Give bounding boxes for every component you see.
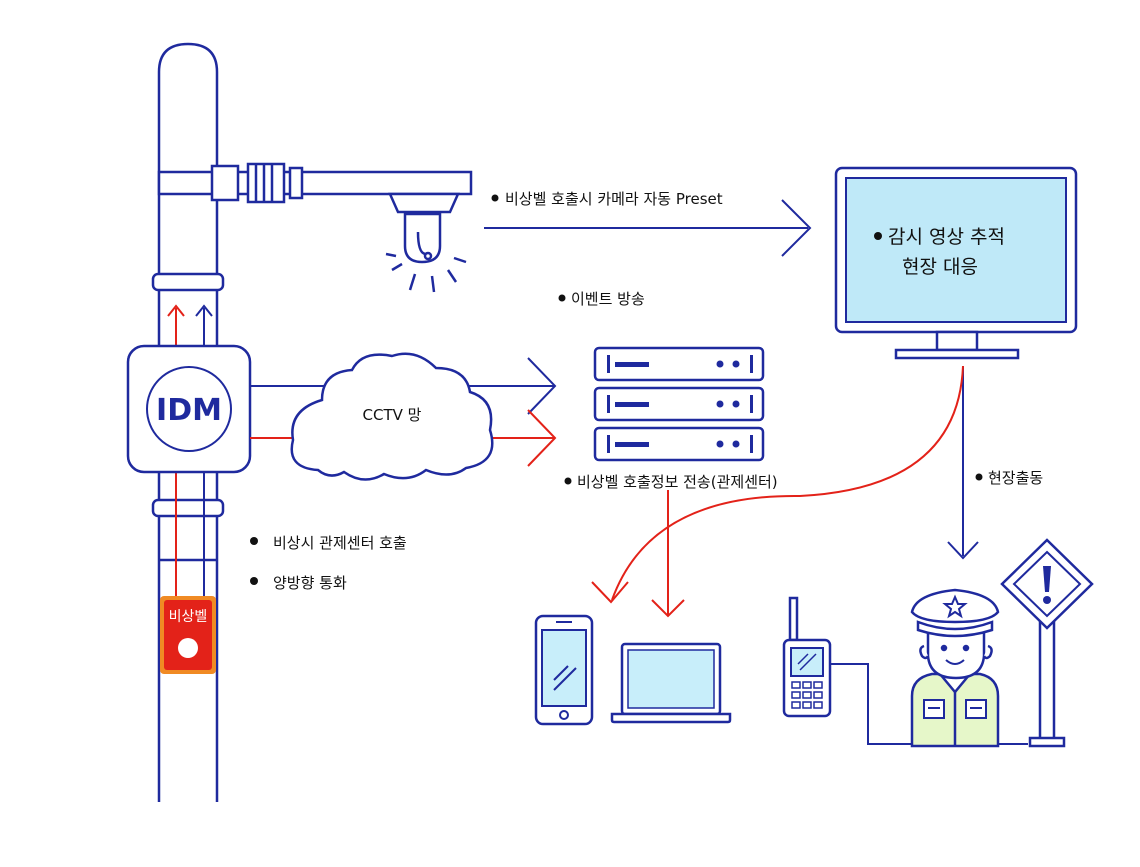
bullet: [250, 577, 258, 585]
label-event-broadcast: 이벤트 방송: [571, 290, 645, 308]
bullet: [250, 537, 258, 545]
warning-sign-icon: [1000, 538, 1094, 748]
camera-arm: [157, 162, 473, 204]
bullet: [975, 473, 983, 481]
server-details: [607, 355, 753, 453]
arrow-camera-to-monitor: [484, 199, 812, 257]
smartphone-icon: [534, 614, 594, 726]
monitor-text-line1: 감시 영상 추적: [888, 226, 1005, 248]
label-two-way-talk: 양방향 통화: [273, 574, 347, 592]
arrow-monitor-to-officer: [947, 366, 979, 560]
cloud-icon: CCTV 망: [290, 352, 494, 481]
bullet: [564, 477, 572, 485]
label-camera-preset: 비상벨 호출시 카메라 자동 Preset: [505, 190, 723, 208]
pole-signal-lines: [167, 304, 213, 598]
idm-box: IDM: [126, 344, 252, 474]
bullet: [558, 294, 566, 302]
emergency-bell-label: 비상벨: [169, 609, 208, 625]
cctv-camera-icon: [385, 192, 467, 293]
monitor-icon: [834, 166, 1078, 360]
monitor-text-line2: 현장 대응: [902, 256, 978, 278]
arrow-monitor-to-devices: [591, 365, 964, 618]
cloud-label: CCTV 망: [363, 406, 422, 424]
bullet: [874, 232, 882, 240]
emergency-bell-button[interactable]: 비상벨: [160, 596, 216, 674]
label-call-info-transfer: 비상벨 호출정보 전송(관제센터): [577, 473, 778, 491]
walkie-talkie-icon: [782, 596, 832, 718]
bullet: [491, 194, 499, 202]
idm-label: IDM: [156, 393, 222, 428]
label-emergency-call: 비상시 관제센터 호출: [273, 534, 407, 552]
laptop-icon: [610, 642, 732, 724]
label-field-dispatch: 현장출동: [988, 469, 1043, 487]
server-stack-icon: [593, 346, 765, 462]
police-officer-icon: [910, 588, 1000, 748]
